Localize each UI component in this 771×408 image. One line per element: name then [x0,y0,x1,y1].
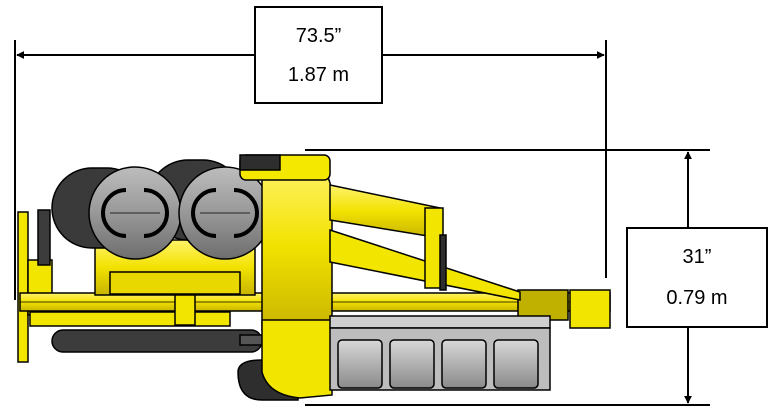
rear-frame-bracket [37,209,51,266]
central-tower [261,161,333,331]
lower-frame [29,311,231,327]
hydraulic-cylinder [51,329,263,353]
rear-frame-post [17,211,29,363]
tower-foot [261,319,333,399]
mower-deck-top [329,315,551,329]
tank-support-base [109,271,241,295]
upper-arm [329,184,441,239]
machine-illustration [17,154,611,401]
beam-end-plate [569,289,611,329]
arm-link [439,234,447,291]
width-dimension-label: 73.5” 1.87 m [254,6,383,104]
tower-dark-top [239,154,281,171]
height-imperial-value: 31” [682,246,712,269]
height-dimension-label: 31” 0.79 m [626,227,768,328]
width-imperial-value: 73.5” [295,24,342,47]
height-dimension-lines [305,149,710,406]
mower-boxes [337,339,539,389]
width-metric-value: 1.87 m [287,63,350,86]
height-metric-value: 0.79 m [666,286,728,309]
